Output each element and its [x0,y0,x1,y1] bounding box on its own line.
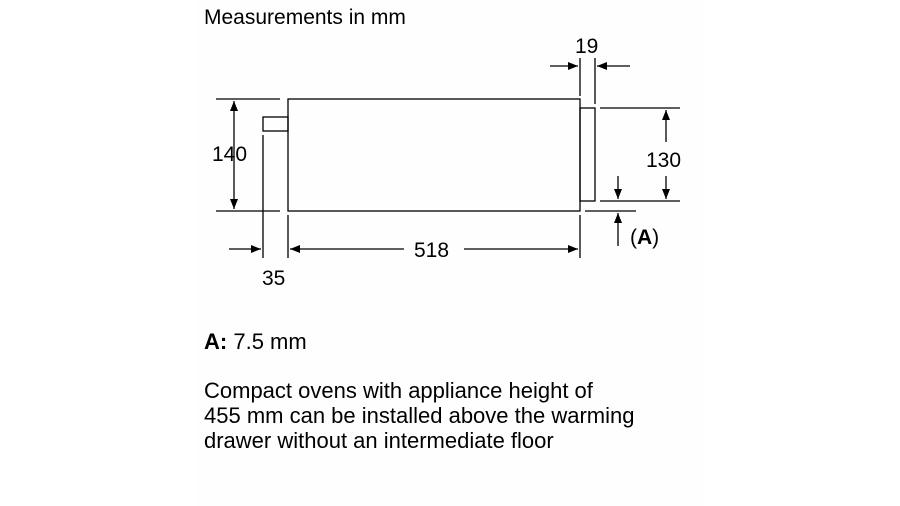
rear-connector [262,116,289,132]
page-title: Measurements in mm [204,6,406,29]
label-518: 518 [414,239,449,262]
drawing-panel [196,0,704,506]
label-19: 19 [575,35,598,58]
gap-a-dimension [585,176,636,246]
note-a: A: 7.5 mm [204,329,307,355]
description-line: drawer without an intermediate floor [204,428,554,453]
drawer-body [287,98,581,212]
front-130-dimension [600,107,680,202]
label-35: 35 [262,267,285,290]
note-a-value: 7.5 mm [233,329,307,354]
drawer-front-panel [579,107,596,202]
description: Compact ovens with appliance height of 4… [204,378,704,453]
rear-35-dimension [229,135,264,258]
height-140-dimension [216,98,280,212]
description-line: 455 mm can be installed above the warmin… [204,403,635,428]
description-line: Compact ovens with appliance height of [204,378,593,403]
depth-518-dimension [287,215,581,258]
note-a-label: A: [204,329,228,354]
label-140: 140 [212,143,247,166]
label-a: (A) [630,226,659,249]
front-19-dimension [550,58,630,104]
label-130: 130 [646,149,681,172]
